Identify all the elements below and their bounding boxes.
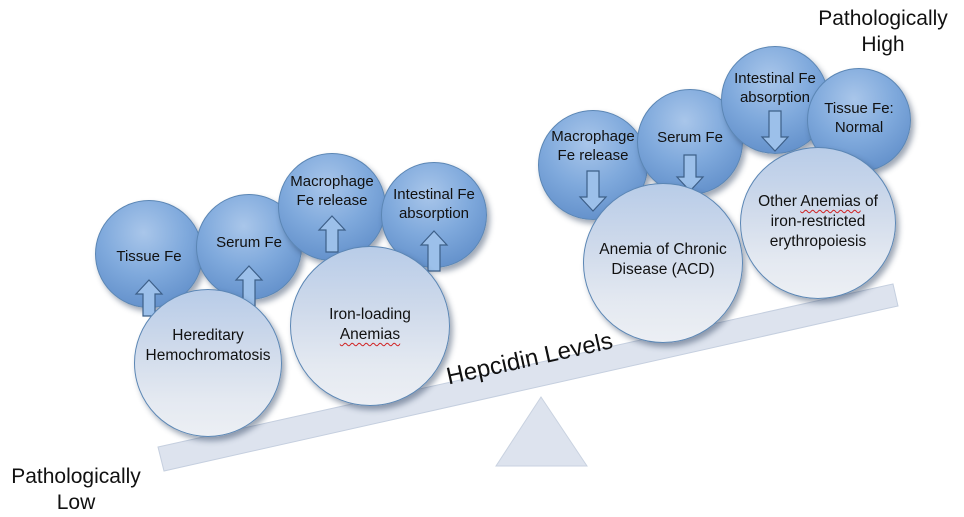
right-macrophage-fe-label: Macrophage Fe release [551,128,635,164]
left-intestinal-fe-label: Intestinal Fe absorption [393,186,475,222]
down-arrow-icon [578,169,608,213]
restricted-text: restricted [801,213,866,230]
left-intestinal-fe-circle: Intestinal Fe absorption [381,162,487,272]
anemia-of-chronic-disease-label: Anemia of Chronic Disease (ACD) [599,241,727,278]
iron-loading-anemias-circle: Iron-loading Anemias [290,246,450,406]
iron-loading-anemias-label: Iron-loading Anemias [329,305,411,345]
erythropoiesis-text: erythropoiesis [769,233,867,250]
up-arrow-icon [317,214,347,254]
left-macrophage-fe-label: Macrophage Fe release [290,173,374,209]
left-macrophage-fe-circle: Macrophage Fe release [278,153,386,261]
of-text: of [860,193,878,210]
other-anemias-circle: Other Anemias of iron-restricted erythro… [740,147,896,299]
hereditary-hemochromatosis-label: Hereditary Hemochromatosis [145,327,271,364]
down-arrow-icon [675,153,705,193]
anemia-of-chronic-disease-circle: Anemia of Chronic Disease (ACD) [583,183,743,343]
right-macrophage-fe-circle: Macrophage Fe release [538,110,648,220]
up-arrow-icon [134,278,164,318]
hereditary-hemochromatosis-circle: Hereditary Hemochromatosis [134,289,282,437]
other-text: Other [758,193,801,210]
pathologically-high-label: Pathologically High [818,7,948,56]
left-tissue-fe-label: Tissue Fe [116,248,182,265]
left-tissue-fe-circle: Tissue Fe [95,200,203,317]
anemias-text: Anemias [800,193,861,210]
down-arrow-icon [760,109,790,153]
anemias-text: Anemias [339,326,401,343]
up-arrow-icon [419,229,449,273]
right-tissue-fe-label: Tissue Fe: Normal [824,100,894,136]
left-serum-fe-circle: Serum Fe [196,194,302,307]
right-serum-fe-label: Serum Fe [657,129,723,146]
fulcrum-triangle [495,396,588,467]
iron-loading-text: Iron-loading [329,306,411,323]
pathologically-low-label: Pathologically Low [11,465,141,514]
left-serum-fe-label: Serum Fe [216,234,282,251]
iron-text: iron- [770,213,802,230]
right-intestinal-fe-label: Intestinal Fe absorption [734,70,816,106]
other-anemias-label: Other Anemias of iron-restricted erythro… [758,192,878,252]
